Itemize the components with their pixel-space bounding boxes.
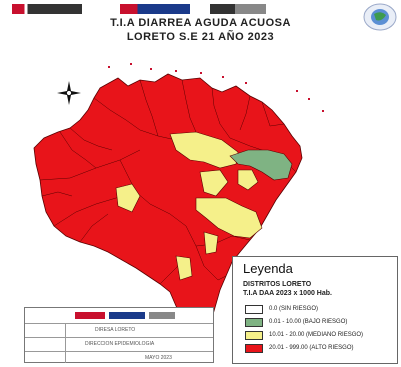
legend-swatch-low-risk	[245, 318, 263, 327]
legend-label: 20.01 - 999.00 (ALTO RIESGO)	[269, 345, 354, 351]
region-high-risk	[33, 73, 303, 333]
minsa-logo-icon	[210, 4, 266, 14]
footer-line3: MAYO 2023	[145, 355, 172, 361]
legend-swatch-medium-risk	[245, 331, 263, 340]
seal-icon	[363, 3, 397, 31]
legend-label: 0.01 - 10.00 (BAJO RIESGO)	[269, 319, 348, 325]
legend-label: 0.0 (SIN RIESGO)	[269, 306, 319, 312]
legend-swatch-high-risk	[245, 344, 263, 353]
footer-logos	[75, 312, 175, 319]
legend-label: 10.01 - 20.00 (MEDIANO RIESGO)	[269, 332, 364, 338]
map-title-line1: T.I.A DIARREA AGUDA ACUOSA	[110, 17, 291, 29]
compass-rose-icon	[57, 81, 81, 105]
diresa-logo-icon	[120, 4, 190, 14]
gov-logo-icon	[12, 4, 82, 14]
footer-line1: DIRESA LORETO	[95, 327, 136, 333]
legend-swatch-no-risk	[245, 305, 263, 314]
footer-line2: DIRECCION EPIDEMIOLOGIA	[85, 341, 155, 347]
district-boundaries	[39, 79, 297, 285]
footer-info-box: DIRESA LORETO DIRECCION EPIDEMIOLOGIA MA…	[24, 307, 214, 363]
region-medium-risk	[115, 131, 263, 281]
legend-title: Leyenda	[243, 261, 293, 276]
legend-subtitle1: DISTRITOS LORETO	[243, 281, 312, 288]
region-low-risk	[229, 149, 293, 181]
map-legend: Leyenda DISTRITOS LORETO T.I.A DAA 2023 …	[232, 256, 398, 364]
map-title-line2: LORETO S.E 21 AÑO 2023	[126, 31, 275, 43]
legend-subtitle2: T.I.A DAA 2023 x 1000 Hab.	[243, 290, 332, 297]
location-markers	[108, 63, 324, 152]
